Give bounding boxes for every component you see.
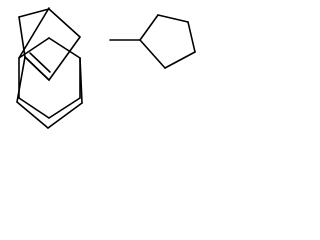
bond-thio-c bbox=[187, 21, 196, 53]
bond-ring-g bbox=[18, 37, 50, 59]
bond-ring-c bbox=[18, 97, 50, 119]
bond-ring-a bbox=[18, 7, 50, 59]
bond-n3-c4 bbox=[47, 102, 83, 129]
structure-canvas bbox=[0, 0, 213, 147]
bond-c2p-n3 bbox=[16, 101, 49, 129]
bond-c7a-c4a bbox=[48, 36, 81, 81]
bond-c3-c4a-inner bbox=[29, 52, 51, 73]
bond-c7a-n1 bbox=[24, 56, 50, 81]
bond-thio-b bbox=[157, 14, 189, 23]
bond-s-c7a bbox=[48, 8, 81, 38]
bond-s-c2 bbox=[18, 8, 50, 18]
bond-ring-f bbox=[48, 37, 81, 59]
bond-thio-e bbox=[139, 39, 166, 69]
molecule-structure bbox=[16, 7, 196, 129]
bond-ring-d bbox=[48, 97, 81, 119]
bond-thio-a bbox=[139, 14, 159, 41]
bond-thio-d bbox=[164, 51, 196, 69]
